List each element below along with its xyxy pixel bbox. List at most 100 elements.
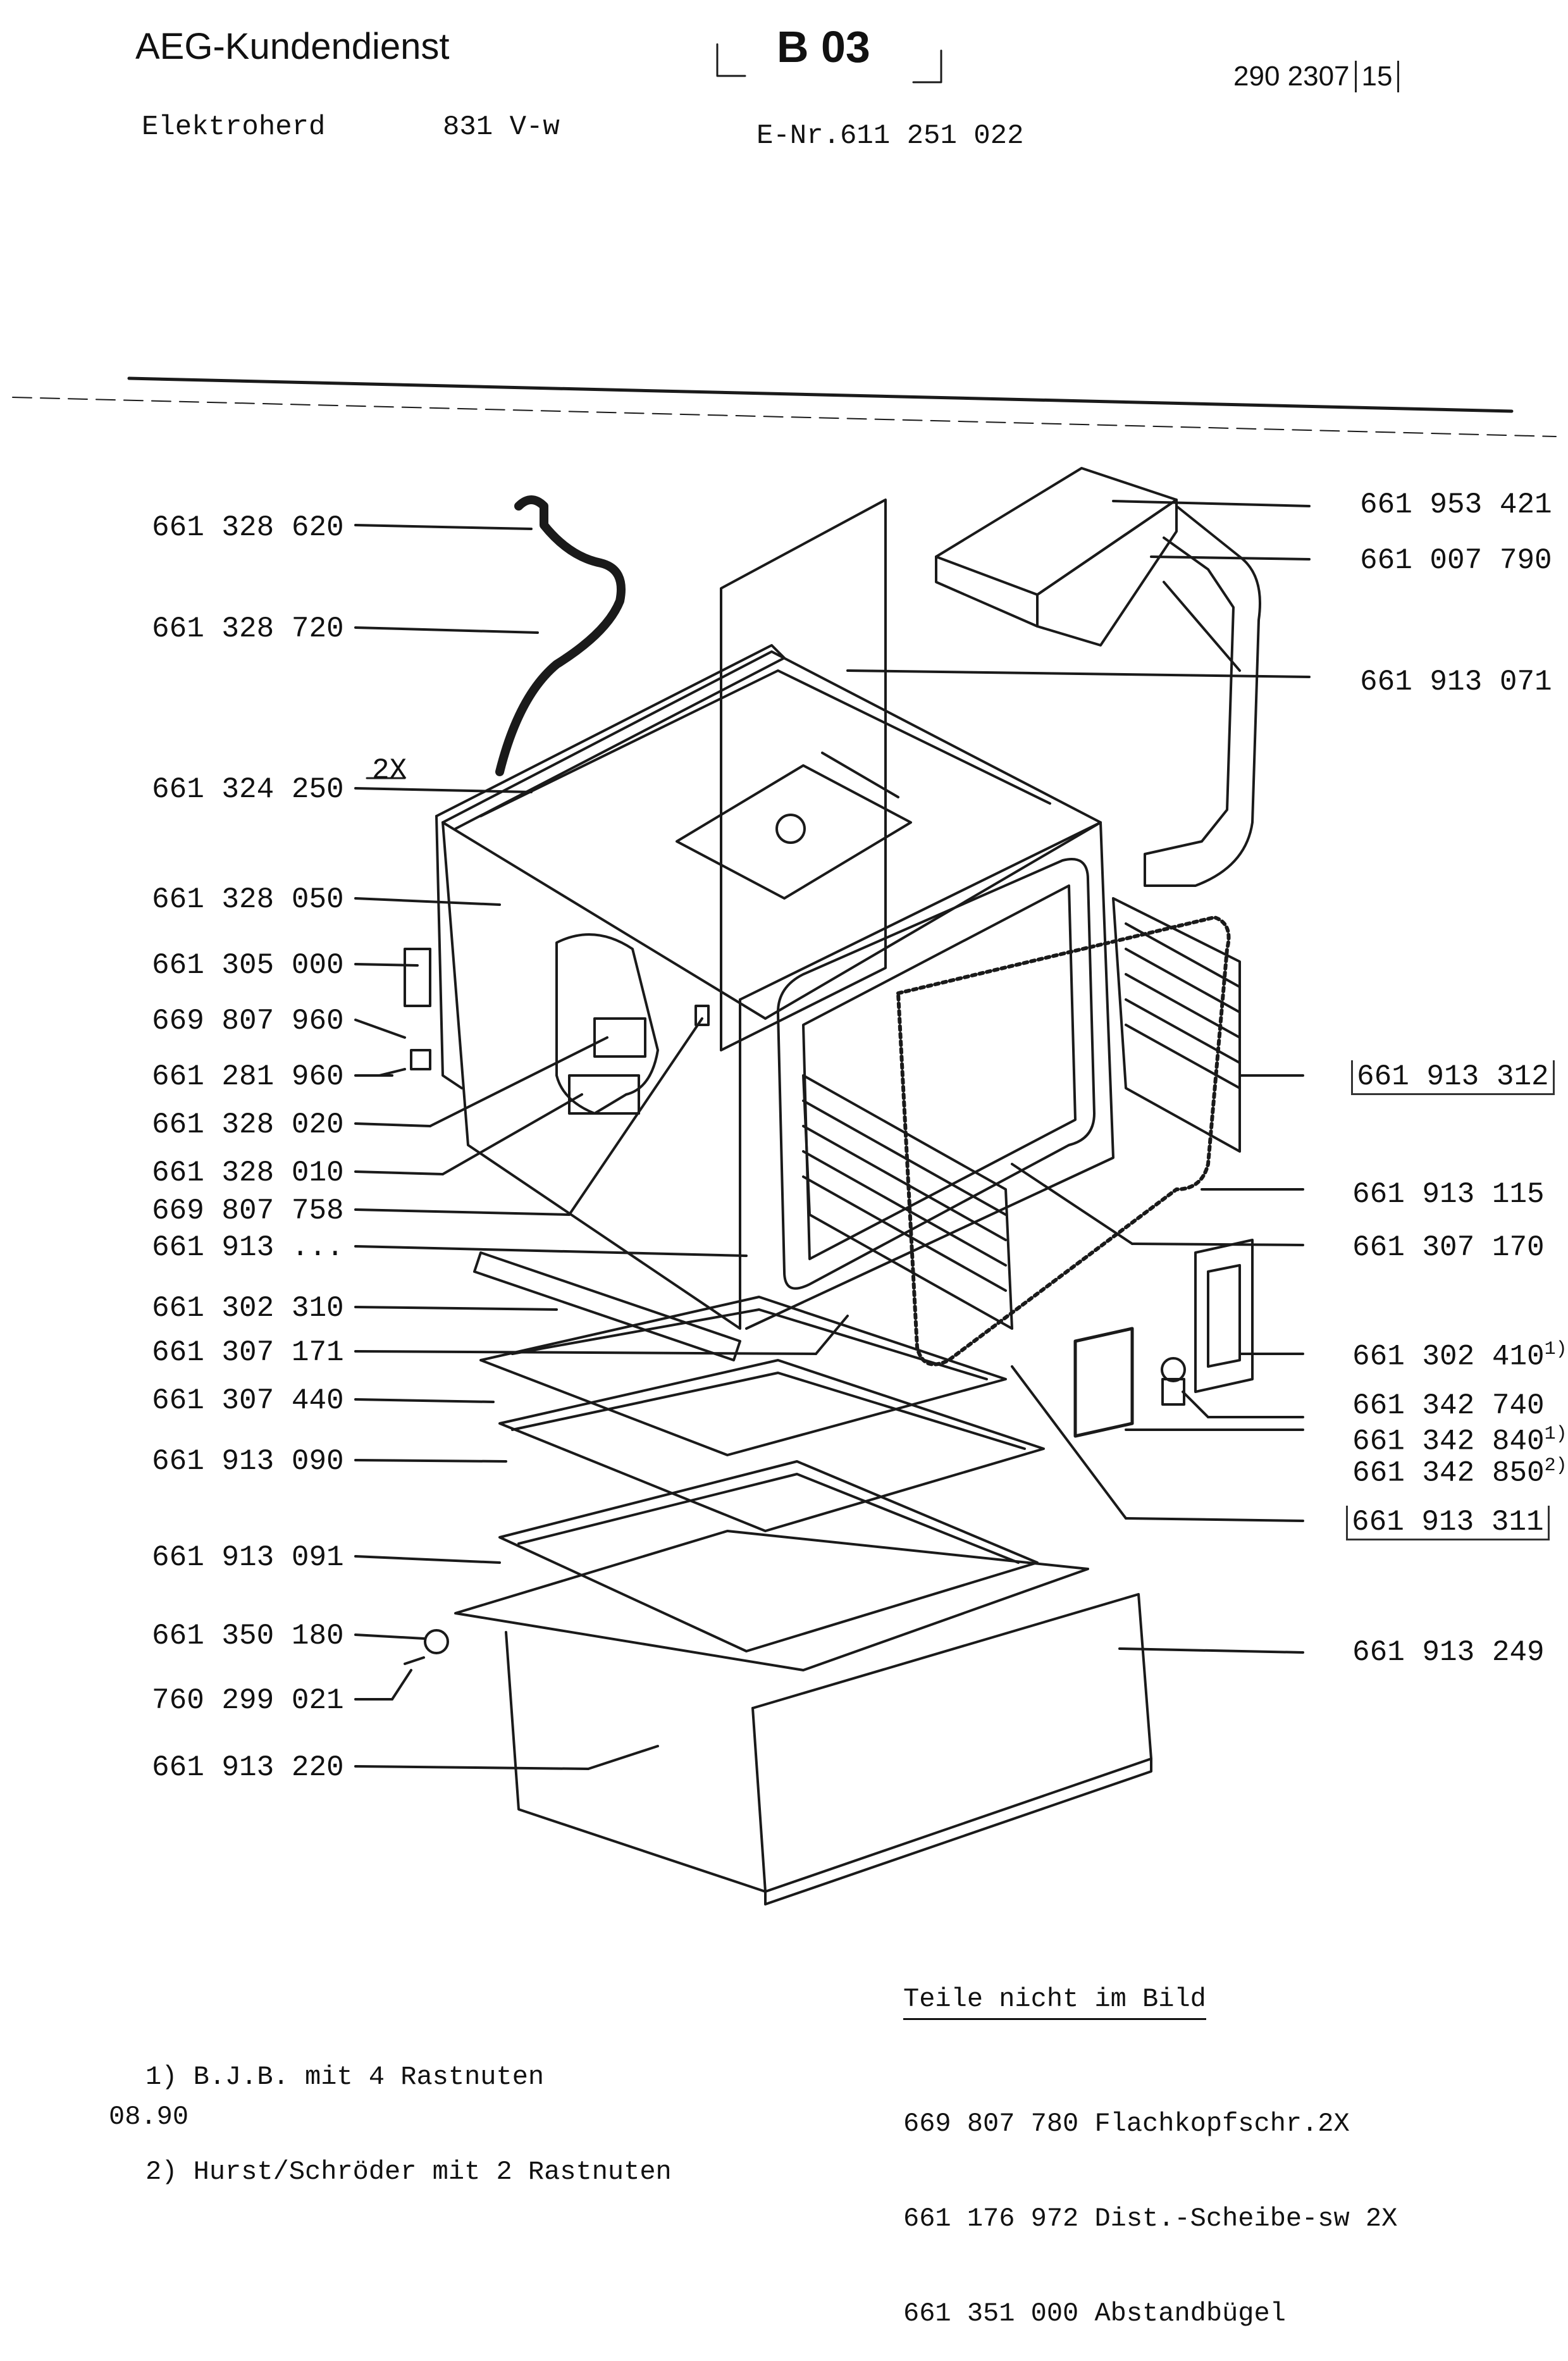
part-label-right: 661 307 170 [1352, 1231, 1545, 1264]
part-number: 661 342 850 [1352, 1456, 1545, 1490]
footnote-marker: 1) [1544, 1339, 1567, 1360]
part-label-left: 661 913 220 [152, 1751, 344, 1784]
part-label-right: 661 007 790 [1360, 544, 1552, 577]
top-insulation-2 [1036, 499, 1178, 647]
top-plate-fitting [775, 814, 806, 844]
footnotes: 1) B.J.B. mit 4 Rastnuten 2) Hurst/Schrö… [145, 1998, 672, 2219]
footnote-2: 2) Hurst/Schröder mit 2 Rastnuten [145, 2157, 672, 2187]
oven-muffle-left-side [441, 821, 741, 1330]
part-label-left: 661 281 960 [152, 1060, 344, 1093]
clip-small-part [694, 1005, 710, 1026]
part-label-left: 669 807 960 [152, 1005, 344, 1038]
part-label-right: 661 913 249 [1352, 1636, 1545, 1669]
bracket-part [404, 948, 431, 1007]
part-label-right: 661 342 740 [1352, 1389, 1545, 1422]
part-label-left: 661 328 020 [152, 1108, 344, 1141]
thermostat-tube [495, 495, 626, 776]
part-quantity: 2X [372, 754, 407, 787]
part-label-right: 661 913 311 [1346, 1506, 1550, 1540]
brand-title: AEG-Kundendienst [135, 26, 450, 67]
part-label-left: 661 913 091 [152, 1541, 344, 1574]
part-label-left: 661 302 310 [152, 1292, 344, 1325]
shelf-support-left-runners [802, 1100, 1007, 1292]
not-shown-list: 669 807 780 Flachkopfschr.2X 661 176 972… [903, 2045, 1397, 2361]
rear-insulation-panel [720, 499, 887, 1051]
part-label-right: 661 342 8401) [1352, 1423, 1567, 1458]
part-label-left: 661 307 440 [152, 1384, 344, 1417]
left-frame-rail-side [435, 815, 463, 1089]
not-shown-item: 669 807 780 Flachkopfschr.2X [903, 2109, 1350, 2139]
not-shown-heading: Teile nicht im Bild [903, 1984, 1206, 2020]
part-label-right: 661 913 071 [1360, 666, 1552, 698]
plate-part [593, 1017, 646, 1058]
part-label-left: 669 807 758 [152, 1194, 344, 1227]
lamp-housing-inner [1207, 1264, 1241, 1368]
drawer-front-panel [751, 1593, 1152, 1893]
appliance-type: Elektroherd [142, 111, 326, 143]
not-shown-item: 661 176 972 Dist.-Scheibe-sw 2X [903, 2203, 1398, 2234]
insulation-wrap [1144, 505, 1261, 887]
footnote-marker: 1) [1544, 1423, 1567, 1445]
footnote-marker: 2) [1544, 1455, 1567, 1477]
part-label-right: 661 913 115 [1352, 1178, 1545, 1211]
part-label-left: 661 328 720 [152, 612, 344, 645]
top-plate-bracket [821, 752, 899, 798]
part-label-left: 661 350 180 [152, 1620, 344, 1652]
baking-tray-2-rim [517, 1473, 1020, 1564]
lamp-cover [1073, 1327, 1134, 1438]
lamp-housing [1194, 1239, 1254, 1393]
side-cutout [555, 933, 659, 1115]
oven-top-inner [479, 669, 1051, 817]
part-label-left: 661 324 250 [152, 773, 344, 806]
left-frame-rail-top [435, 644, 786, 830]
drawer-knob-part [424, 1629, 449, 1654]
part-label-left: 760 299 021 [152, 1684, 344, 1717]
e-number: E-Nr.611 251 022 [756, 120, 1024, 152]
part-label-left: 661 913 ... [152, 1231, 344, 1264]
top-insulation-1 [935, 467, 1178, 596]
part-label-right: 661 953 421 [1360, 488, 1552, 521]
revision-date: 08.90 [109, 2102, 189, 2132]
door-gasket [896, 915, 1231, 1366]
part-label-right: 661 913 312 [1351, 1060, 1555, 1095]
drawer-body [505, 1631, 767, 1893]
oven-front-frame [739, 821, 1114, 1330]
part-label-left: 661 913 090 [152, 1445, 344, 1478]
drawer-bottom [764, 1757, 1152, 1906]
drawer-screw-part [404, 1656, 425, 1665]
top-plate [676, 764, 912, 900]
part-label-right: 661 302 4101) [1352, 1339, 1567, 1373]
oven-front-opening [777, 858, 1096, 1290]
part-label-right: 661 342 8502) [1352, 1455, 1567, 1489]
lamp-bulb-base [1161, 1378, 1185, 1406]
part-label-left: 661 328 620 [152, 511, 344, 544]
clip-part [410, 1049, 431, 1070]
header-rule-dashed [12, 397, 1557, 437]
doc-number-text: 290 2307 [1233, 61, 1350, 92]
header-rule [127, 376, 1514, 413]
doc-page-number: 15 [1354, 61, 1400, 92]
grid-shelf-inner [511, 1308, 988, 1380]
lamp-bulb [1161, 1357, 1186, 1382]
not-shown-item: 661 351 000 Abstandbügel [903, 2298, 1286, 2329]
part-label-left: 661 328 010 [152, 1156, 344, 1189]
part-label-left: 661 328 050 [152, 883, 344, 916]
bottom-panel [473, 1251, 741, 1361]
shelf-support-right-runners [1125, 922, 1241, 1089]
part-label-left: 661 305 000 [152, 949, 344, 982]
baking-tray-1 [498, 1359, 1045, 1532]
shelf-support-right [1112, 897, 1241, 1153]
part-number: 661 342 840 [1352, 1425, 1545, 1458]
section-code: B 03 [777, 22, 870, 71]
drawer-top [454, 1530, 1089, 1671]
part-number: 661 302 410 [1352, 1340, 1545, 1373]
shelf-support-left [802, 1074, 1013, 1330]
top-insulation-1-side [935, 555, 1039, 628]
part-label-left: 661 307 171 [152, 1336, 344, 1369]
socket-part [568, 1074, 640, 1115]
baking-tray-1-rim [511, 1372, 1026, 1450]
oven-muffle-top [441, 650, 1102, 1020]
model-number: 831 V-w [443, 111, 560, 143]
reg-mark-left [716, 43, 746, 77]
footnote-1: 1) B.J.B. mit 4 Rastnuten [145, 2062, 545, 2092]
